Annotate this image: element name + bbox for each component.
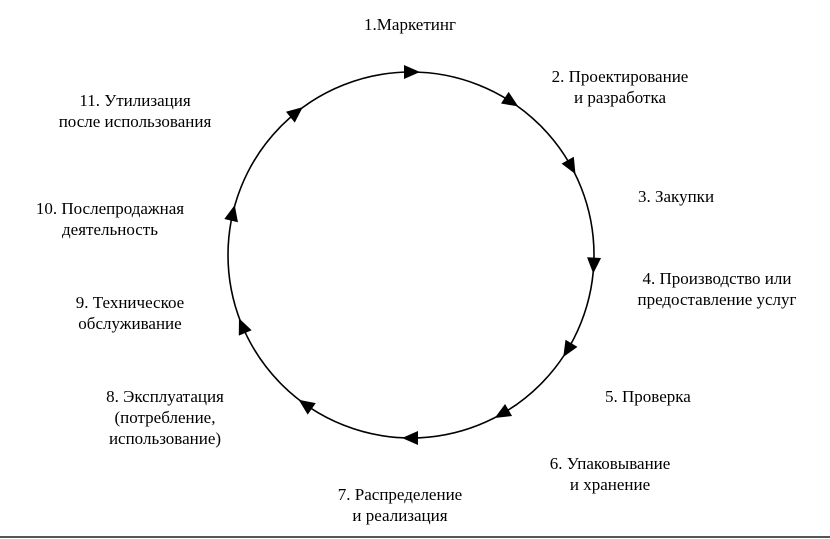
cycle-circle (227, 71, 595, 439)
arrow-disposal-icon (285, 107, 303, 123)
arrow-packaging-icon (494, 403, 513, 418)
arrow-design-icon (501, 91, 519, 107)
stage-label-maintenance: 9. Техническое обслуживание (75, 293, 185, 333)
stage-label-production: 4. Производство или предоставление услуг (637, 269, 797, 309)
stage-label-distribution: 7. Распределение и реализация (337, 485, 463, 525)
arrow-marketing-icon (404, 65, 420, 79)
stage-label-design: 2. Проектирование и разработка (551, 67, 689, 107)
stage-label-inspection: 5. Проверка (605, 387, 691, 406)
stage-label-packaging: 6. Упаковывание и хранение (549, 454, 671, 494)
arrow-distribution-icon (402, 431, 418, 445)
arrow-after-sales-icon (224, 205, 238, 223)
stage-label-operation: 8. Эксплуатация (потребление, использова… (106, 387, 224, 448)
arrow-production-icon (587, 257, 602, 274)
arrow-purchasing-icon (561, 156, 576, 175)
stage-label-disposal: 11. Утилизация после использования (58, 91, 212, 131)
stage-label-purchasing: 3. Закупки (638, 187, 715, 206)
arrow-operation-icon (298, 399, 316, 415)
stage-label-after-sales: 10. Послепродажная деятельность (35, 199, 185, 239)
bottom-rule (0, 536, 830, 538)
arrow-maintenance-icon (238, 318, 252, 336)
stage-label-marketing: 1.Маркетинг (364, 15, 456, 34)
arrow-inspection-icon (563, 339, 578, 358)
